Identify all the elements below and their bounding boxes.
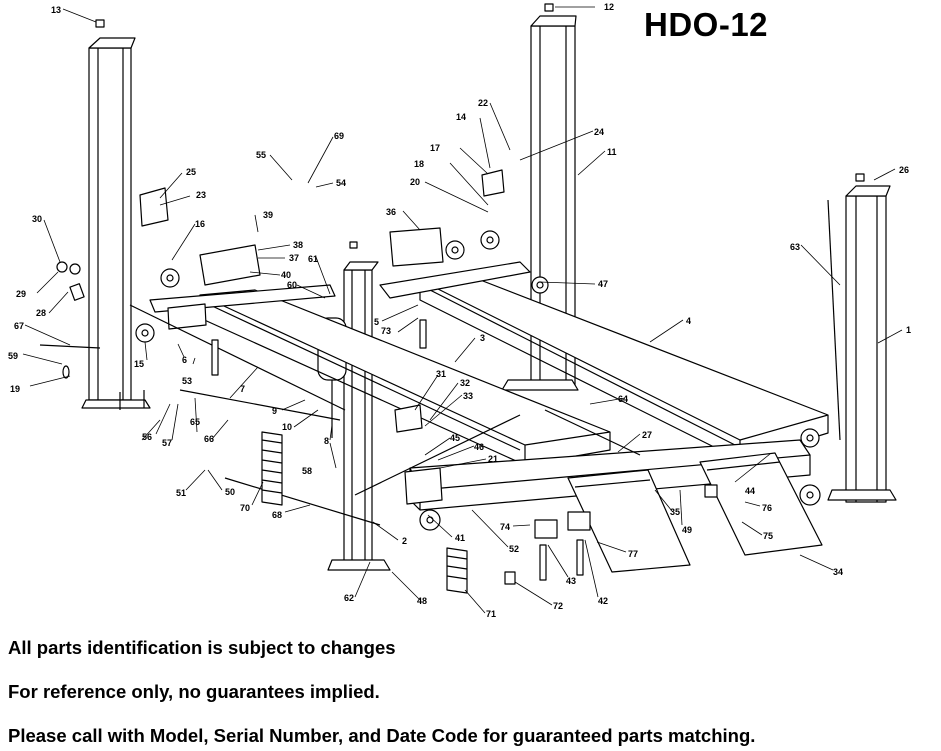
callout-4: 4 bbox=[686, 316, 691, 326]
callout-77: 77 bbox=[628, 549, 638, 559]
callout-11: 11 bbox=[607, 147, 617, 157]
callout-22: 22 bbox=[478, 98, 488, 108]
callout-20: 20 bbox=[410, 177, 420, 187]
callout-17: 17 bbox=[430, 143, 440, 153]
callout-35: 35 bbox=[670, 507, 680, 517]
callout-63: 63 bbox=[790, 242, 800, 252]
callout-52: 52 bbox=[509, 544, 519, 554]
callout-6: 6 bbox=[182, 355, 187, 365]
callout-54: 54 bbox=[336, 178, 346, 188]
callout-43: 43 bbox=[566, 576, 576, 586]
post-front-left bbox=[327, 241, 391, 571]
callout-19: 19 bbox=[10, 384, 20, 394]
callout-75: 75 bbox=[763, 531, 773, 541]
callout-73: 73 bbox=[381, 326, 391, 336]
small-parts bbox=[56, 261, 718, 585]
callout-62: 62 bbox=[344, 593, 354, 603]
callout-41: 41 bbox=[455, 533, 465, 543]
callout-24: 24 bbox=[594, 127, 604, 137]
callout-8: 8 bbox=[324, 436, 329, 446]
callout-56: 56 bbox=[142, 432, 152, 442]
callout-14: 14 bbox=[456, 112, 466, 122]
callout-labels: 13 12 26 63 1 11 24 22 14 17 18 20 36 47… bbox=[8, 2, 911, 619]
callout-36: 36 bbox=[386, 207, 396, 217]
callout-27: 27 bbox=[642, 430, 652, 440]
callout-42: 42 bbox=[598, 596, 608, 606]
callout-40: 40 bbox=[281, 270, 291, 280]
leader-lines bbox=[22, 6, 903, 614]
disclaimer-changes: All parts identification is subject to c… bbox=[8, 637, 396, 658]
post-front-right bbox=[827, 173, 897, 503]
callout-16: 16 bbox=[195, 219, 205, 229]
callout-10: 10 bbox=[282, 422, 292, 432]
callout-25: 25 bbox=[186, 167, 196, 177]
callout-12: 12 bbox=[604, 2, 614, 12]
callout-28: 28 bbox=[36, 308, 46, 318]
callout-9: 9 bbox=[272, 406, 277, 416]
lock-ladders bbox=[261, 431, 468, 594]
callout-7: 7 bbox=[240, 384, 245, 394]
model-title: HDO-12 bbox=[644, 6, 769, 43]
callout-44: 44 bbox=[745, 486, 755, 496]
callout-13: 13 bbox=[51, 5, 61, 15]
callout-57: 57 bbox=[162, 438, 172, 448]
callout-66: 66 bbox=[204, 434, 214, 444]
callout-45: 45 bbox=[450, 433, 460, 443]
post-back-left bbox=[81, 19, 151, 410]
ramp-left bbox=[567, 469, 691, 573]
callout-72: 72 bbox=[553, 601, 563, 611]
callout-3: 3 bbox=[480, 333, 485, 343]
callout-67: 67 bbox=[14, 321, 24, 331]
callout-53: 53 bbox=[182, 376, 192, 386]
callout-21: 21 bbox=[488, 454, 498, 464]
brackets bbox=[139, 169, 505, 505]
callout-26: 26 bbox=[899, 165, 909, 175]
callout-30: 30 bbox=[32, 214, 42, 224]
callout-23: 23 bbox=[196, 190, 206, 200]
callout-50: 50 bbox=[225, 487, 235, 497]
callout-65: 65 bbox=[190, 417, 200, 427]
callout-15: 15 bbox=[134, 359, 144, 369]
disclaimer-reference: For reference only, no guarantees implie… bbox=[8, 681, 380, 702]
callout-51: 51 bbox=[176, 488, 186, 498]
callout-71: 71 bbox=[486, 609, 496, 619]
callout-60: 60 bbox=[287, 280, 297, 290]
exploded-parts-diagram: 13 12 26 63 1 11 24 22 14 17 18 20 36 47… bbox=[8, 2, 911, 619]
callout-46: 46 bbox=[474, 442, 484, 452]
callout-55: 55 bbox=[256, 150, 266, 160]
callout-39: 39 bbox=[263, 210, 273, 220]
callout-32: 32 bbox=[460, 378, 470, 388]
callout-29: 29 bbox=[16, 289, 26, 299]
callout-59: 59 bbox=[8, 351, 18, 361]
callout-48: 48 bbox=[417, 596, 427, 606]
callout-74: 74 bbox=[500, 522, 510, 532]
callout-33: 33 bbox=[463, 391, 473, 401]
cables-and-rods bbox=[39, 199, 841, 526]
callout-31: 31 bbox=[436, 369, 446, 379]
callout-64: 64 bbox=[618, 394, 628, 404]
sheaves bbox=[135, 230, 821, 531]
callout-5: 5 bbox=[374, 317, 379, 327]
callout-47: 47 bbox=[598, 279, 608, 289]
callout-1: 1 bbox=[906, 325, 911, 335]
callout-70: 70 bbox=[240, 503, 250, 513]
callout-69: 69 bbox=[334, 131, 344, 141]
callout-58: 58 bbox=[302, 466, 312, 476]
callout-76: 76 bbox=[762, 503, 772, 513]
disclaimer-call: Please call with Model, Serial Number, a… bbox=[8, 725, 756, 746]
callout-61: 61 bbox=[308, 254, 318, 264]
callout-38: 38 bbox=[293, 240, 303, 250]
callout-18: 18 bbox=[414, 159, 424, 169]
callout-2: 2 bbox=[402, 536, 407, 546]
callout-37: 37 bbox=[289, 253, 299, 263]
callout-49: 49 bbox=[682, 525, 692, 535]
callout-34: 34 bbox=[833, 567, 843, 577]
ramp-right bbox=[699, 452, 823, 556]
callout-68: 68 bbox=[272, 510, 282, 520]
